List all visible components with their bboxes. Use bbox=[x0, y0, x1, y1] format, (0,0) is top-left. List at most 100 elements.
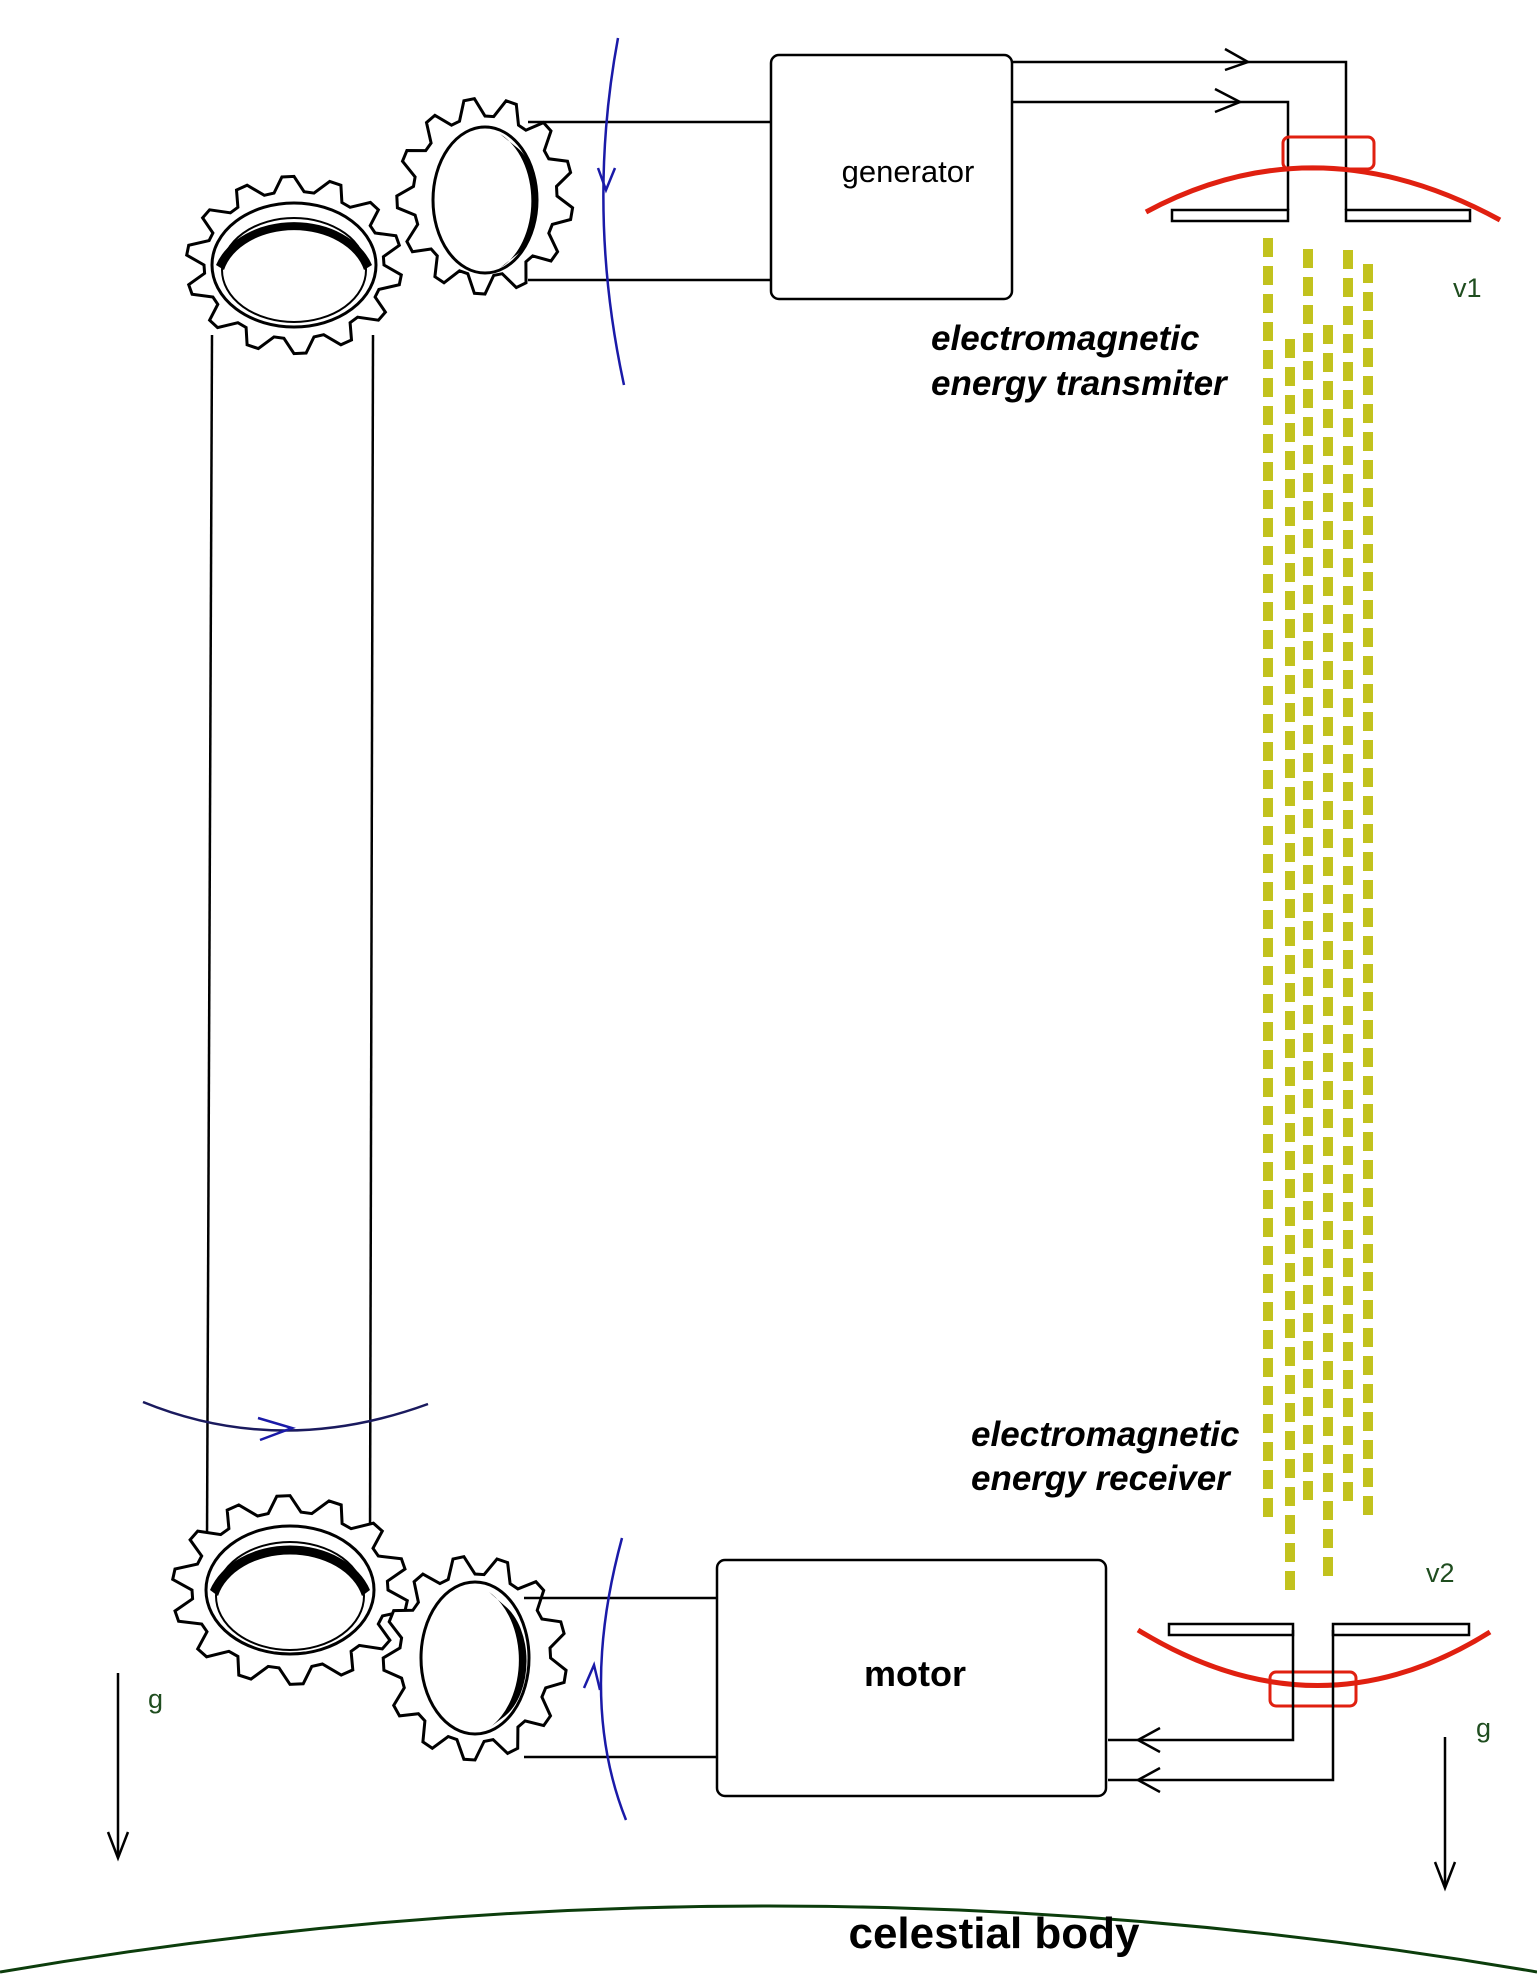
beam-segment bbox=[1363, 432, 1373, 451]
beam-segment bbox=[1363, 628, 1373, 647]
beam-segment bbox=[1303, 949, 1313, 968]
beam-segment bbox=[1363, 348, 1373, 367]
beam-segment bbox=[1323, 1445, 1333, 1464]
beam-segment bbox=[1363, 572, 1373, 591]
beam-segment bbox=[1303, 1313, 1313, 1332]
beam-segment bbox=[1285, 1039, 1295, 1058]
beam-segment bbox=[1263, 1442, 1273, 1461]
beam-segment bbox=[1303, 669, 1313, 688]
beam-segment bbox=[1343, 838, 1353, 857]
beam-segment bbox=[1343, 586, 1353, 605]
beam-segment bbox=[1285, 423, 1295, 442]
beam-segment bbox=[1343, 558, 1353, 577]
beam-segment bbox=[1285, 591, 1295, 610]
beam-segment bbox=[1323, 325, 1333, 344]
beam-segment bbox=[1303, 557, 1313, 576]
beam-segment bbox=[1303, 781, 1313, 800]
beam-segment bbox=[1363, 992, 1373, 1011]
beam-segment bbox=[1303, 641, 1313, 660]
beam-segment bbox=[1363, 1328, 1373, 1347]
celestial-body-label: celestial body bbox=[848, 1909, 1140, 1958]
beam-segment bbox=[1263, 322, 1273, 341]
beam-segment bbox=[1323, 1501, 1333, 1520]
beam-segment bbox=[1263, 1050, 1273, 1069]
rotation-arrow-icon-middle bbox=[142, 1400, 429, 1442]
beam-segment bbox=[1343, 1006, 1353, 1025]
beam-segment bbox=[1263, 238, 1273, 257]
beam-segment bbox=[1363, 1188, 1373, 1207]
beam-segment bbox=[1263, 490, 1273, 509]
beam-segment bbox=[1285, 1347, 1295, 1366]
beam-segment bbox=[1303, 277, 1313, 296]
beam-segment bbox=[1285, 1011, 1295, 1030]
beam-segment bbox=[1343, 530, 1353, 549]
beam-segment bbox=[1285, 1151, 1295, 1170]
beam-segment bbox=[1263, 994, 1273, 1013]
beam-segment bbox=[1323, 381, 1333, 400]
beam-segment bbox=[1285, 1431, 1295, 1450]
receiver-label-line2: energy receiver bbox=[971, 1459, 1232, 1498]
beam-segment bbox=[1343, 950, 1353, 969]
beam-segment bbox=[1303, 1453, 1313, 1472]
beam-segment bbox=[1343, 978, 1353, 997]
beam-segment bbox=[1363, 908, 1373, 927]
beam-segment bbox=[1303, 445, 1313, 464]
beam-segment bbox=[1285, 703, 1295, 722]
motor-label: motor bbox=[864, 1653, 966, 1694]
beam-segment bbox=[1263, 1302, 1273, 1321]
beam-segment bbox=[1343, 1062, 1353, 1081]
beam-segment bbox=[1343, 726, 1353, 745]
beam-segment bbox=[1343, 306, 1353, 325]
motor-box: motor bbox=[715, 1558, 1108, 1798]
beam-segment bbox=[1263, 1274, 1273, 1293]
beam-segment bbox=[1343, 1370, 1353, 1389]
beam-segment bbox=[1323, 493, 1333, 512]
beam-segment bbox=[1285, 563, 1295, 582]
beam-segment bbox=[1323, 1529, 1333, 1548]
beam-segment bbox=[1323, 1277, 1333, 1296]
beam-segment bbox=[1323, 801, 1333, 820]
beam-segment bbox=[1263, 378, 1273, 397]
beam-segment bbox=[1285, 1571, 1295, 1590]
beam-segment bbox=[1285, 339, 1295, 358]
beam-segment bbox=[1263, 1218, 1273, 1237]
beam-segment bbox=[1303, 1229, 1313, 1248]
beam-segment bbox=[1263, 910, 1273, 929]
beam-segment bbox=[1323, 1473, 1333, 1492]
beam-segment bbox=[1343, 782, 1353, 801]
beam-segment bbox=[1303, 305, 1313, 324]
transmitter-label-line2: energy transmiter bbox=[931, 364, 1229, 403]
beam-segment bbox=[1285, 1291, 1295, 1310]
beam-segment bbox=[1285, 1375, 1295, 1394]
beam-segment bbox=[1363, 1440, 1373, 1459]
beam-segment bbox=[1343, 474, 1353, 493]
beam-segment bbox=[1343, 1230, 1353, 1249]
beam-segment bbox=[1263, 686, 1273, 705]
beam-segment bbox=[1303, 473, 1313, 492]
beam-segment bbox=[1363, 1272, 1373, 1291]
receiver-wires bbox=[1108, 1630, 1335, 1794]
transmitter-label-line1: electromagnetic bbox=[931, 319, 1199, 358]
beam-segment bbox=[1285, 1543, 1295, 1562]
beam-segment bbox=[1285, 647, 1295, 666]
beam-segment bbox=[1263, 602, 1273, 621]
beam-segment bbox=[1263, 938, 1273, 957]
beam-segment bbox=[1363, 936, 1373, 955]
beam-segment bbox=[1303, 1397, 1313, 1416]
beam-segment bbox=[1285, 843, 1295, 862]
beam-segment bbox=[1363, 516, 1373, 535]
beam-segment bbox=[1323, 1221, 1333, 1240]
beam-segment bbox=[1303, 585, 1313, 604]
beam-segment bbox=[1323, 1193, 1333, 1212]
beam-segment bbox=[1323, 773, 1333, 792]
beam-segment bbox=[1303, 501, 1313, 520]
beam-segment bbox=[1263, 1134, 1273, 1153]
beam-segment bbox=[1323, 1557, 1333, 1576]
beam-segment bbox=[1363, 964, 1373, 983]
beam-segment bbox=[1263, 1330, 1273, 1349]
beam-segment bbox=[1303, 1201, 1313, 1220]
beam-segment bbox=[1303, 893, 1313, 912]
beam-segment bbox=[1343, 1034, 1353, 1053]
beam-segment bbox=[1263, 1386, 1273, 1405]
beam-segment bbox=[1303, 1005, 1313, 1024]
